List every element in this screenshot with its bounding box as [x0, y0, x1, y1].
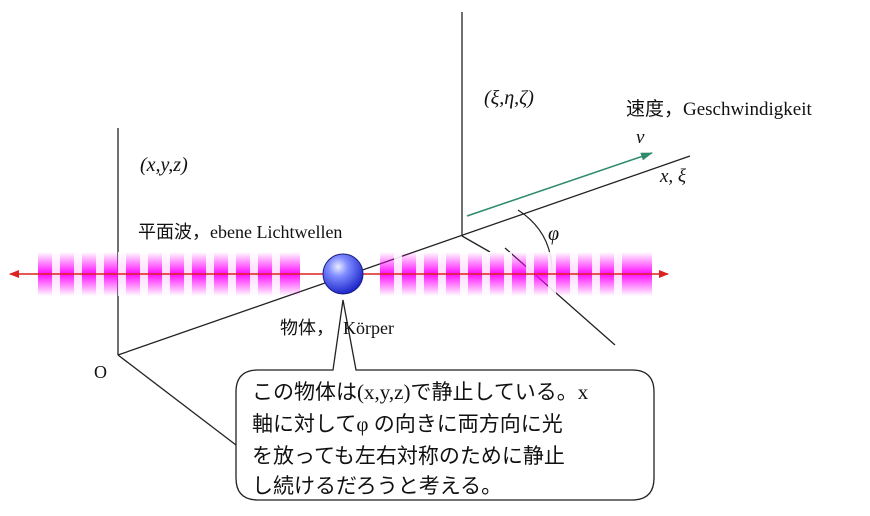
body-label: 物体， Körper [280, 318, 394, 338]
plane-wave-label: 平面波，ebene Lichtwellen [138, 222, 342, 242]
callout-line-2: 軸に対してφ の向きに両方向に光 [252, 412, 563, 436]
y-axis [117, 354, 237, 446]
eta-axis [461, 235, 491, 253]
callout-line-4: し続けるだろうと考える。 [252, 474, 502, 498]
callout-line-1: この物体は(x,y,z)で静止している。x [252, 380, 589, 404]
velocity-symbol: v [636, 127, 645, 148]
xyz-coords-label: (x,y,z) [140, 154, 188, 176]
moving-axis-label: x, ξ [659, 166, 687, 187]
xieta-coords-label: (ξ,η,ζ) [484, 87, 534, 109]
angle-phi-label: φ [548, 223, 559, 245]
callout-bubble [235, 299, 655, 501]
body-sphere [322, 253, 364, 295]
callout-line-3: を放っても左右対称のために静止 [252, 444, 565, 468]
origin-label: O [94, 362, 107, 382]
velocity-arrow [466, 152, 653, 217]
velocity-label: 速度，Geschwindigkeit [626, 98, 812, 120]
